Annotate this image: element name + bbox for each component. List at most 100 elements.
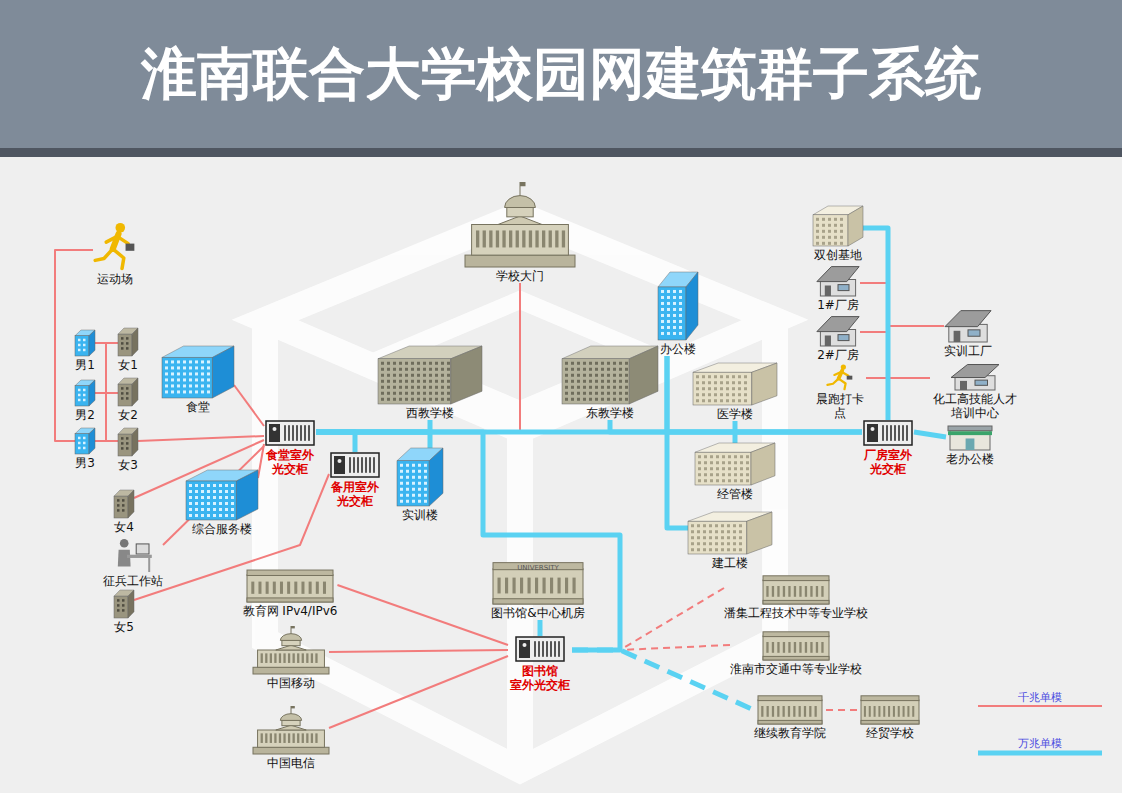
building-icon [114,590,134,618]
window [393,368,396,371]
window [739,524,742,527]
front-face [118,334,132,356]
window [714,393,717,396]
window [740,479,743,482]
building-label: 双创基地 [814,248,862,262]
window [387,392,390,395]
building-icon [162,346,234,398]
cabinet-label: 备用室外 光交柜 [329,480,381,508]
window [195,378,198,381]
window [715,530,718,533]
window [270,733,272,743]
side-face [451,346,482,404]
window [777,706,779,717]
window [704,479,707,482]
dorm-node: 女3 [118,428,138,472]
base [247,598,333,602]
window [207,484,210,487]
window [805,586,807,597]
window [381,374,384,377]
window [821,642,823,653]
window [121,447,124,450]
window [489,230,492,247]
building-label: 女2 [118,408,138,422]
window [323,582,326,594]
window [767,706,769,717]
window [195,390,198,393]
window [709,530,712,533]
side-face [751,443,775,485]
window [387,398,390,401]
window [740,467,743,470]
legend-text: 千兆单模 [1018,690,1062,705]
window [441,362,444,365]
window [810,586,812,597]
window [441,374,444,377]
flag [291,706,295,708]
window [744,393,747,396]
building-icon [118,328,138,356]
window [183,366,186,369]
window [417,386,420,389]
window [715,542,718,545]
building-label: 老办公楼 [946,452,994,466]
window [698,473,701,476]
window [816,224,819,227]
window [555,230,558,247]
window [834,218,837,221]
window [393,398,396,401]
window [728,467,731,470]
window [788,586,790,597]
window [405,386,408,389]
window [195,372,198,375]
window [595,386,598,389]
window [667,320,670,323]
window [625,368,628,371]
building-icon [688,512,772,554]
window [165,360,168,363]
building-label: 食堂 [186,400,210,414]
window [78,399,81,402]
fiber-1g-link [95,392,118,394]
window [207,508,210,511]
door [966,438,975,450]
fiber-cabinet: 备用室外 光交柜 [329,452,381,508]
window [270,653,272,663]
figure-node: 运动场 [93,222,137,286]
window [165,366,168,369]
window [447,398,450,401]
window [122,609,125,612]
window [306,653,308,663]
window [225,502,228,505]
building-icon [693,363,777,405]
building-label: 2#厂房 [817,348,859,362]
building-label: 化工高技能人才 培训中心 [930,392,1020,420]
window [418,470,421,473]
window [577,398,580,401]
window [734,467,737,470]
window [122,509,125,512]
window [794,586,796,597]
window [447,362,450,365]
window [393,380,396,383]
window [171,366,174,369]
window [411,386,414,389]
window [673,290,676,293]
window [777,586,779,597]
legend-line-sample [978,705,1102,707]
window [734,473,737,476]
window [126,442,129,445]
window [195,490,198,493]
window [625,374,628,377]
window [121,387,124,390]
building-icon [113,536,153,572]
window [117,509,120,512]
panel [334,456,345,474]
window [726,393,729,396]
window [527,578,530,594]
window [412,500,415,503]
window [411,392,414,395]
window [601,362,604,365]
window [213,508,216,511]
window [667,290,670,293]
